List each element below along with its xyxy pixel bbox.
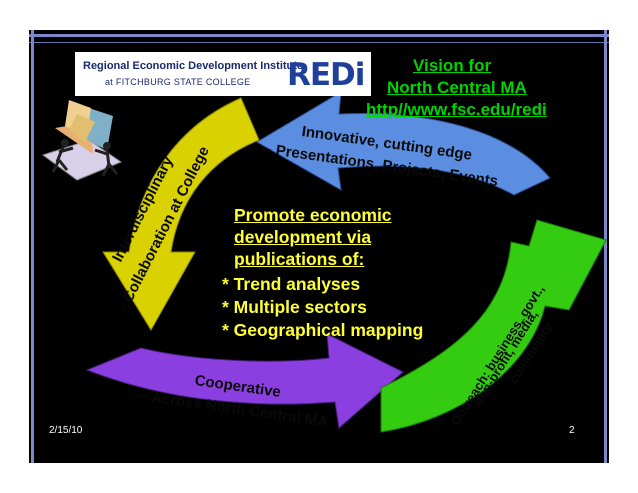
- vision-region: North Central MA: [387, 78, 527, 97]
- logo-banner: Regional Economic Development Institute …: [75, 52, 371, 96]
- vision-title: Vision for: [413, 56, 492, 75]
- logo-college-name: at FITCHBURG STATE COLLEGE: [105, 77, 251, 87]
- logo-redi-wordmark: REDi: [287, 57, 365, 93]
- bullet-geographical-mapping: * Geographical mapping: [222, 320, 424, 340]
- logo-institute-name: Regional Economic Development Institute: [83, 60, 304, 72]
- footer-page-number: 2: [569, 425, 575, 436]
- bullet-trend-analyses: * Trend analyses: [222, 274, 361, 294]
- left-arrow: [102, 97, 260, 331]
- footer-date: 2/15/10: [49, 425, 83, 436]
- header-rule-thin: [29, 42, 609, 43]
- slide: Regional Economic Development Institute …: [29, 30, 609, 463]
- right-rule: [604, 30, 607, 463]
- right-arrow: [380, 219, 607, 433]
- top-arrow: [256, 91, 551, 196]
- vision-url[interactable]: http//www.fsc.edu/redi: [366, 100, 547, 119]
- teamwork-clipart: [41, 100, 123, 181]
- left-rule: [31, 30, 34, 463]
- bullet-multiple-sectors: * Multiple sectors: [222, 297, 367, 317]
- header-rule: [29, 34, 609, 37]
- bottom-arrow: [85, 333, 404, 429]
- main-heading-line2: development via: [234, 227, 372, 247]
- diagram-canvas: [41, 91, 607, 433]
- main-heading-line3: publications of:: [234, 249, 365, 269]
- main-heading-line1: Promote economic: [234, 205, 392, 225]
